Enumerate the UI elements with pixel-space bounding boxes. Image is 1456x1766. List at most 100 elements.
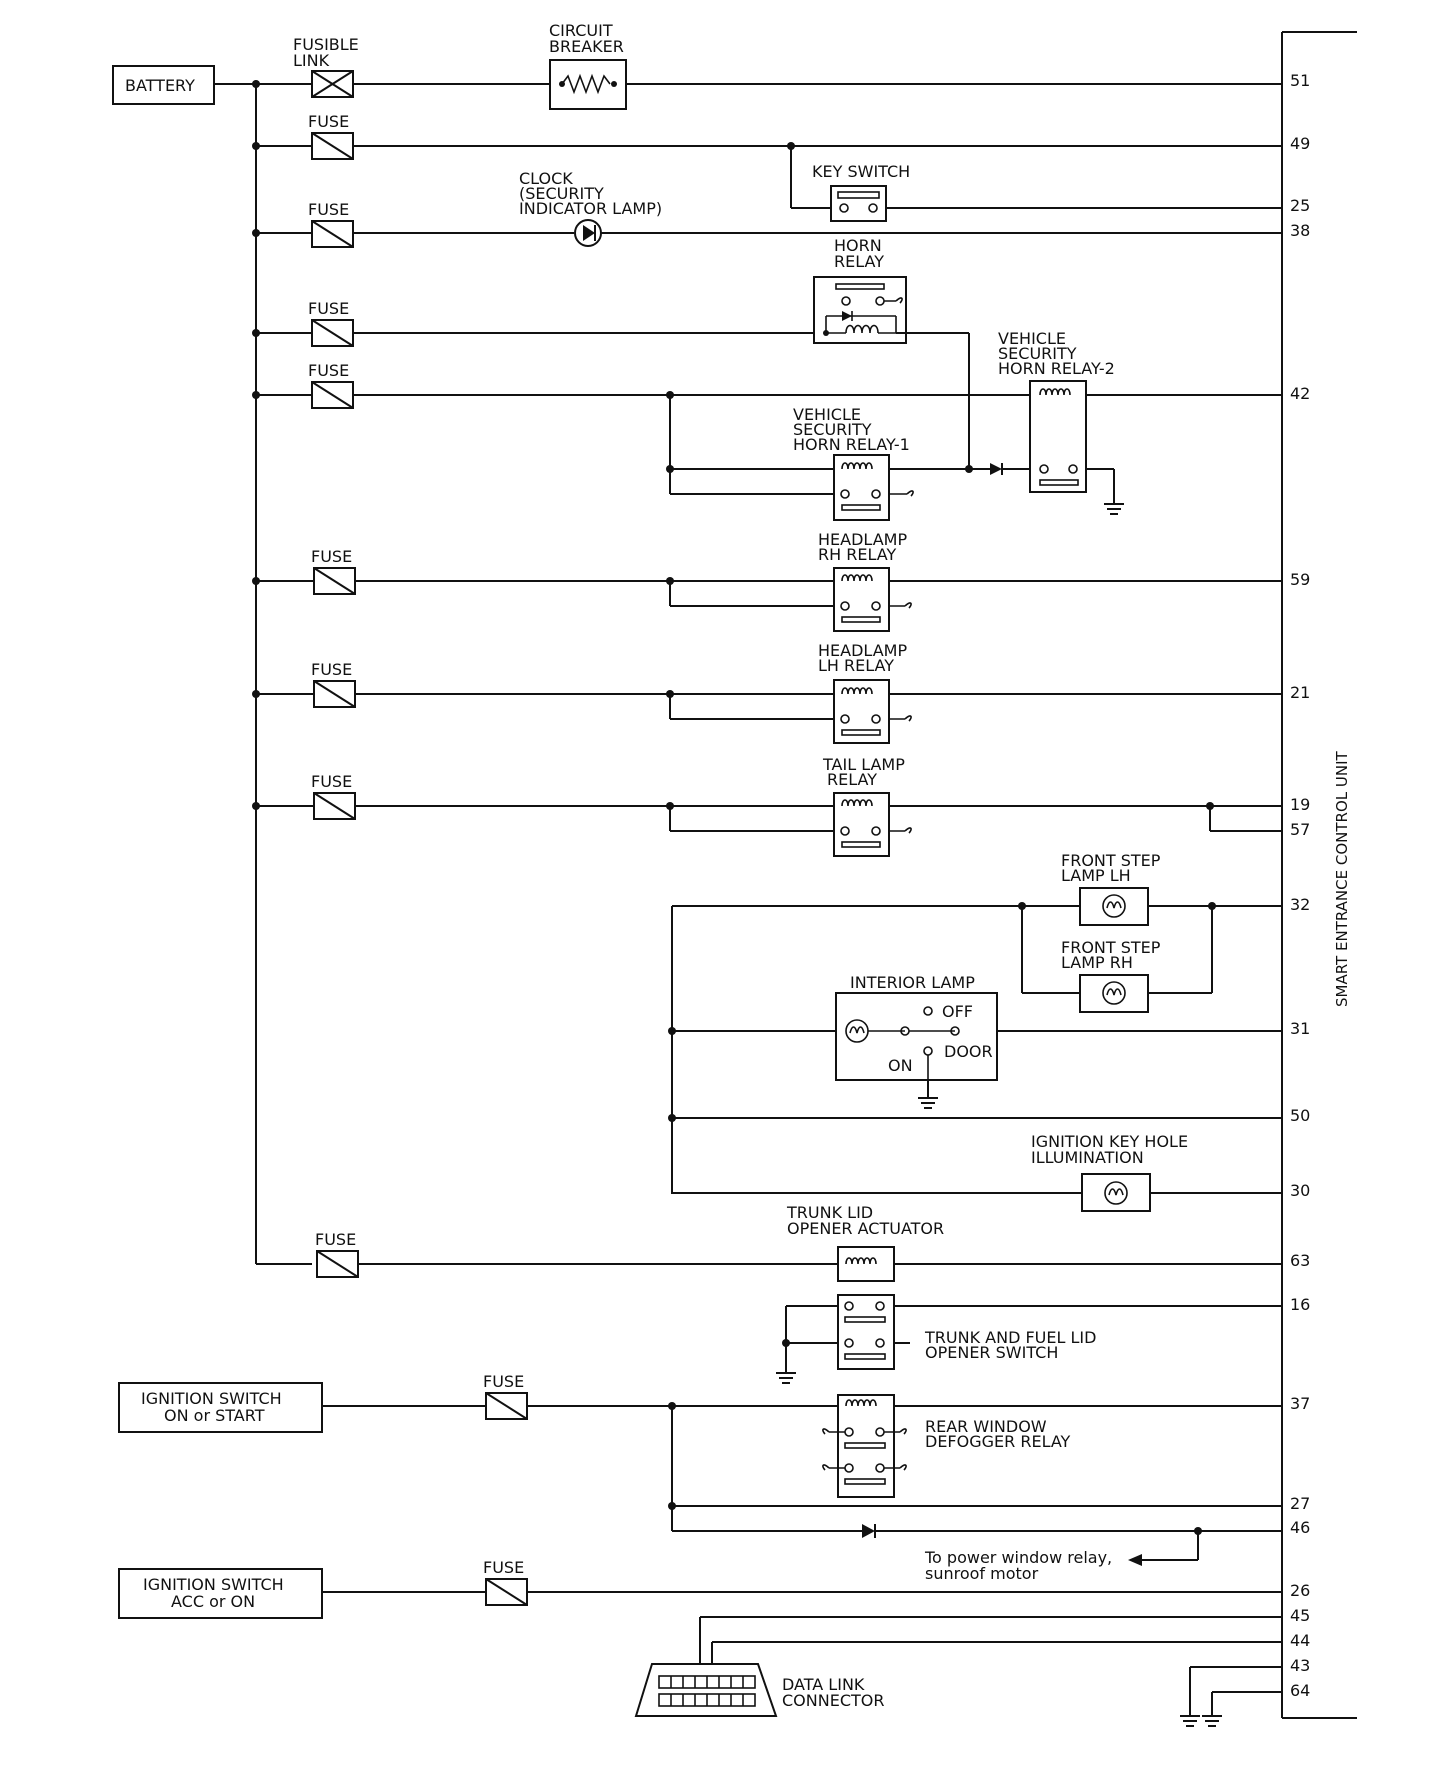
interior-lamp: INTERIOR LAMP OFF DOOR ON — [835, 973, 998, 1081]
trunk-fuel-switch-line2: OPENER SWITCH — [925, 1343, 1058, 1362]
circuit-breaker-line1: CIRCUIT — [549, 21, 613, 40]
pin-31: 31 — [1290, 1019, 1310, 1038]
fuse-21-label: FUSE — [311, 660, 352, 679]
fuse-37: FUSE — [483, 1372, 528, 1420]
fusible-link-line2: LINK — [293, 51, 330, 70]
tail-lamp-line2: RELAY — [827, 770, 877, 789]
rear-defogger-line2: DEFOGGER RELAY — [925, 1432, 1071, 1451]
power-window-note-line2: sunroof motor — [925, 1564, 1039, 1583]
data-link-line1: DATA LINK — [782, 1675, 865, 1694]
front-step-lamp-lh: FRONT STEP LAMP LH — [1061, 851, 1161, 926]
ground-symbol-interior — [918, 1097, 938, 1109]
battery-label: BATTERY — [125, 76, 195, 95]
fuse-26-label: FUSE — [483, 1558, 524, 1577]
front-step-lh-line1: FRONT STEP — [1061, 851, 1161, 870]
pin-44: 44 — [1290, 1631, 1310, 1650]
ignition-on-start-box: IGNITION SWITCH ON or START — [118, 1382, 323, 1433]
pin-42: 42 — [1290, 384, 1310, 403]
fuse-21: FUSE — [311, 660, 356, 708]
pin-46: 46 — [1290, 1518, 1310, 1537]
pin-64: 64 — [1290, 1681, 1310, 1700]
ignition-acc-on-box: IGNITION SWITCH ACC or ON — [118, 1568, 323, 1619]
ignition-key-hole-illumination: IGNITION KEY HOLE ILLUMINATION — [1031, 1132, 1188, 1212]
pin-25: 25 — [1290, 196, 1310, 215]
fuse-42-label: FUSE — [308, 361, 349, 380]
pin-57: 57 — [1290, 820, 1310, 839]
circuit-breaker-line2: BREAKER — [549, 37, 624, 56]
ign-on-start-line1: IGNITION SWITCH — [141, 1389, 282, 1408]
ign-key-hole-line1: IGNITION KEY HOLE — [1031, 1132, 1188, 1151]
clock-security-lamp: CLOCK (SECURITY INDICATOR LAMP) — [519, 169, 662, 247]
data-link-connector: DATA LINK CONNECTOR — [634, 1663, 884, 1717]
pin-30: 30 — [1290, 1181, 1310, 1200]
rear-defogger-line1: REAR WINDOW — [925, 1417, 1047, 1436]
pin-50: 50 — [1290, 1106, 1310, 1125]
headlamp-lh-relay: HEADLAMP LH RELAY — [818, 641, 907, 744]
fuse-49-label: FUSE — [308, 112, 349, 131]
ign-acc-on-line1: IGNITION SWITCH — [143, 1575, 284, 1594]
horn-relay-line1: HORN — [834, 236, 882, 255]
control-unit: SMART ENTRANCE CONTROL UNIT — [1281, 31, 1357, 1719]
pin-45: 45 — [1290, 1606, 1310, 1625]
vsh1-line3: HORN RELAY-1 — [793, 435, 910, 454]
headlamp-rh-line2: RH RELAY — [818, 545, 896, 564]
ign-acc-on-line2: ACC or ON — [171, 1592, 255, 1611]
trunk-actuator-line1: TRUNK LID — [786, 1203, 873, 1222]
pin-26: 26 — [1290, 1581, 1310, 1600]
fuse-19-label: FUSE — [311, 772, 352, 791]
pin-32: 32 — [1290, 895, 1310, 914]
trunk-lid-opener-actuator: TRUNK LID OPENER ACTUATOR — [786, 1203, 944, 1282]
headlamp-rh-relay: HEADLAMP RH RELAY — [818, 530, 907, 632]
horn-relay: HORN RELAY — [813, 236, 907, 344]
pin-59: 59 — [1290, 570, 1310, 589]
data-link-line2: CONNECTOR — [782, 1691, 884, 1710]
pin-16: 16 — [1290, 1295, 1310, 1314]
pin-43: 43 — [1290, 1656, 1310, 1675]
ground-symbol-64 — [1202, 1715, 1222, 1727]
front-step-lamp-rh: FRONT STEP LAMP RH — [1061, 938, 1161, 1013]
rear-window-defogger-relay: REAR WINDOW DEFOGGER RELAY — [837, 1394, 1071, 1498]
interior-on: ON — [888, 1056, 913, 1075]
unit-label: SMART ENTRANCE CONTROL UNIT — [1333, 750, 1351, 1007]
headlamp-rh-line1: HEADLAMP — [818, 530, 907, 549]
pin-49: 49 — [1290, 134, 1310, 153]
fuse-horn: FUSE — [308, 299, 354, 347]
ign-key-hole-line2: ILLUMINATION — [1031, 1148, 1144, 1167]
horn-relay-line2: RELAY — [834, 252, 884, 271]
fuse-horn-label: FUSE — [308, 299, 349, 318]
circuit-breaker: CIRCUIT BREAKER — [549, 21, 627, 110]
vsh2-line2: SECURITY — [998, 344, 1077, 363]
pin-numbers: 51 49 25 38 42 59 21 19 57 32 31 50 30 6… — [1290, 71, 1310, 1700]
headlamp-lh-line1: HEADLAMP — [818, 641, 907, 660]
fuse-38: FUSE — [308, 200, 354, 248]
fuse-19: FUSE — [311, 772, 356, 820]
ground-symbol-trunk — [776, 1372, 796, 1384]
pin-38: 38 — [1290, 221, 1310, 240]
pin-27: 27 — [1290, 1494, 1310, 1513]
pin-19: 19 — [1290, 795, 1310, 814]
front-step-rh-line2: LAMP RH — [1061, 953, 1133, 972]
interior-lamp-label: INTERIOR LAMP — [850, 973, 975, 992]
interior-door: DOOR — [944, 1042, 993, 1061]
vehicle-security-horn-relay-2: VEHICLE SECURITY HORN RELAY-2 — [998, 329, 1115, 493]
fuse-37-label: FUSE — [483, 1372, 524, 1391]
fuse-63-label: FUSE — [315, 1230, 356, 1249]
vsh2-line1: VEHICLE — [998, 329, 1066, 348]
fuse-49: FUSE — [308, 112, 354, 160]
fuse-38-label: FUSE — [308, 200, 349, 219]
clock-line1: CLOCK — [519, 169, 573, 188]
front-step-lh-line2: LAMP LH — [1061, 866, 1131, 885]
battery-bus — [214, 80, 312, 1265]
fuse-63: FUSE — [315, 1230, 359, 1278]
power-window-note-line1: To power window relay, — [924, 1548, 1112, 1567]
fuse-59: FUSE — [311, 547, 356, 595]
clock-line3: INDICATOR LAMP) — [519, 199, 662, 218]
key-switch: KEY SWITCH — [812, 162, 910, 222]
ground-symbol — [1104, 503, 1124, 515]
fuse-42: FUSE — [308, 361, 354, 409]
interior-off: OFF — [942, 1002, 973, 1021]
headlamp-lh-line2: LH RELAY — [818, 656, 894, 675]
front-step-rh-line1: FRONT STEP — [1061, 938, 1161, 957]
trunk-actuator-line2: OPENER ACTUATOR — [787, 1219, 944, 1238]
